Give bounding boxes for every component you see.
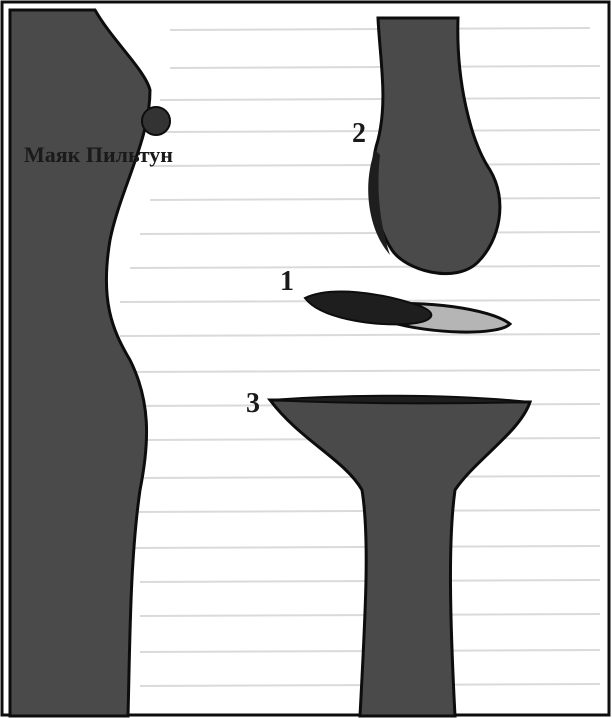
left-landmass bbox=[10, 10, 150, 716]
lighthouse-dot-icon bbox=[142, 107, 170, 135]
lighthouse-label: Маяк Пильтун bbox=[24, 142, 173, 167]
shape-2-upper-body bbox=[373, 18, 500, 274]
bg-line bbox=[160, 98, 600, 100]
shape-1-dark-lens bbox=[305, 292, 431, 325]
marker-2: 2 bbox=[352, 118, 366, 149]
bg-line bbox=[140, 232, 600, 234]
shape-3-t-body bbox=[270, 400, 530, 716]
bg-line bbox=[120, 334, 600, 336]
bg-line bbox=[120, 370, 600, 372]
bg-line bbox=[130, 266, 600, 268]
marker-1: 1 bbox=[280, 266, 294, 297]
shape-3-dark-top bbox=[270, 396, 530, 404]
marker-3: 3 bbox=[246, 388, 260, 419]
